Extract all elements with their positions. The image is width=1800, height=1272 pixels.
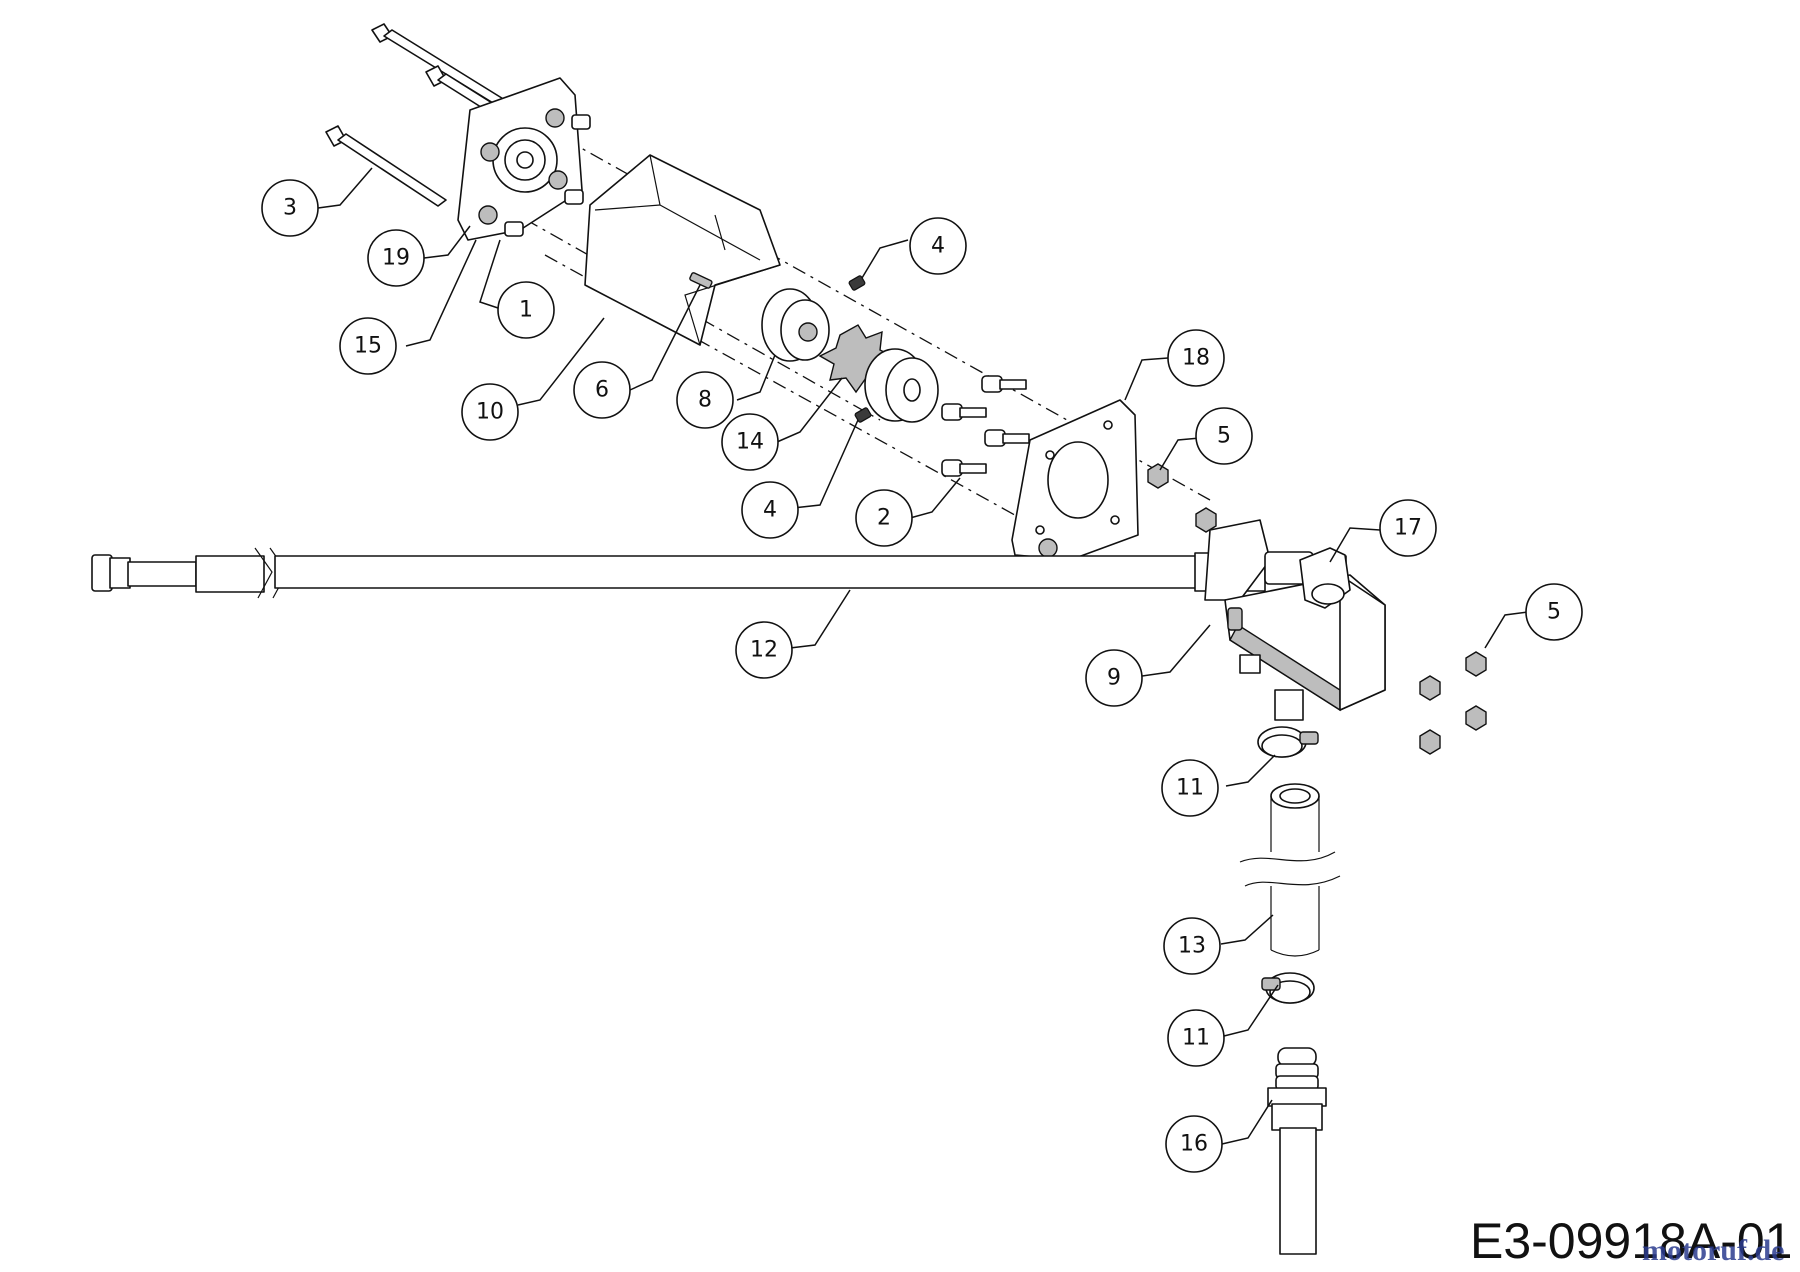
suction-hose [1239,783,1341,957]
callout-10: 10 [461,383,519,441]
callout-5-upper: 5 [1195,407,1253,465]
callout-6: 6 [573,361,631,419]
nuts [1147,463,1487,755]
leader-lines [317,167,1529,1145]
discharge-hose [91,547,1266,599]
svg-text:14: 14 [736,430,764,455]
callout-11-upper: 11 [1161,759,1219,817]
hose-clamp-lower [1261,972,1315,1004]
callout-11-lower: 11 [1167,1009,1225,1067]
svg-text:12: 12 [750,638,778,663]
svg-text:2: 2 [877,506,891,531]
callout-9: 9 [1085,649,1143,707]
svg-text:4: 4 [931,234,945,259]
coupling-half-2 [864,348,939,423]
svg-text:15: 15 [354,334,382,359]
callout-2: 2 [855,489,913,547]
callout-5-lower: 5 [1525,583,1583,641]
svg-text:19: 19 [382,246,410,271]
svg-text:5: 5 [1547,600,1561,625]
front-flange-plate [457,77,591,241]
callout-15: 15 [339,317,397,375]
coupling-half [761,288,830,362]
callout-17: 17 [1379,499,1437,557]
pump-body [1204,519,1386,721]
callout-14: 14 [721,413,779,471]
long-bolts [325,23,506,207]
callout-18: 18 [1167,329,1225,387]
svg-text:16: 16 [1180,1132,1208,1157]
pump-bracket-housing [584,154,781,346]
hose-clamp-upper [1257,726,1319,758]
svg-text:9: 9 [1107,666,1121,691]
svg-text:4: 4 [763,498,777,523]
svg-text:8: 8 [698,388,712,413]
callout-3: 3 [261,179,319,237]
callout-13: 13 [1163,917,1221,975]
svg-text:17: 17 [1394,516,1422,541]
svg-text:3: 3 [283,196,297,221]
callout-16: 16 [1165,1115,1223,1173]
suction-pipe-fitting [1267,1047,1327,1255]
set-screws [848,275,872,423]
callout-4-lower: 4 [741,481,799,539]
adapter-plate [1011,399,1139,561]
svg-text:1: 1 [519,298,533,323]
svg-text:11: 11 [1182,1026,1210,1051]
callout-4-upper: 4 [909,217,967,275]
svg-text:11: 11 [1176,776,1204,801]
callout-19: 19 [367,229,425,287]
watermark-text: motoruf.de [1642,1234,1784,1267]
svg-text:10: 10 [476,400,504,425]
callout-12: 12 [735,621,793,679]
svg-text:5: 5 [1217,424,1231,449]
callout-8: 8 [676,371,734,429]
drawing-code: E3-09918A-01 [1470,1213,1792,1269]
svg-text:18: 18 [1182,346,1210,371]
svg-text:13: 13 [1178,934,1206,959]
callout-1: 1 [497,281,555,339]
elbow-fitting [1264,547,1351,609]
short-bolts [941,375,1030,477]
svg-text:6: 6 [595,378,609,403]
